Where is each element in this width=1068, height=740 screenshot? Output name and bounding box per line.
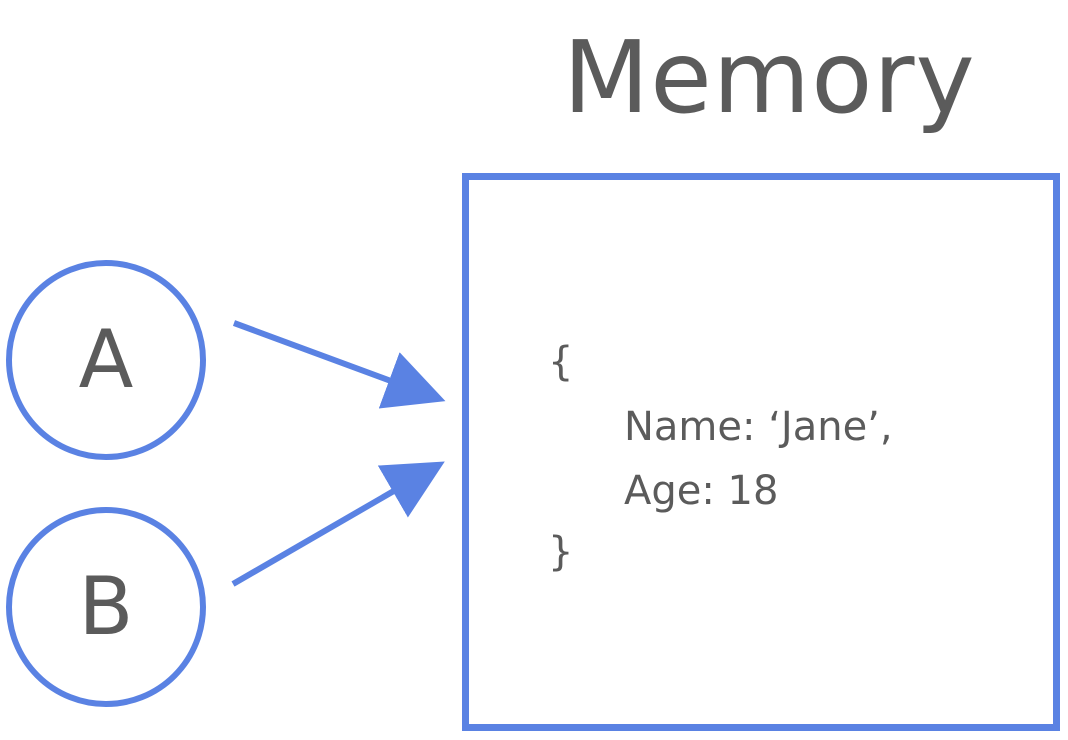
memory-box	[462, 173, 1060, 731]
reference-node-a: A	[6, 260, 206, 460]
arrow-right-icon	[231, 461, 445, 587]
memory-close-brace: }	[548, 529, 574, 575]
memory-open-brace: {	[548, 339, 574, 385]
memory-age-field: Age: 18	[624, 468, 779, 514]
memory-name-field: Name: ‘Jane’,	[624, 404, 893, 450]
reference-label-a: A	[78, 313, 134, 406]
diagram-title: Memory	[563, 19, 976, 136]
arrow-right-icon	[232, 320, 446, 409]
reference-label-b: B	[78, 560, 134, 653]
reference-node-b: B	[6, 507, 206, 707]
